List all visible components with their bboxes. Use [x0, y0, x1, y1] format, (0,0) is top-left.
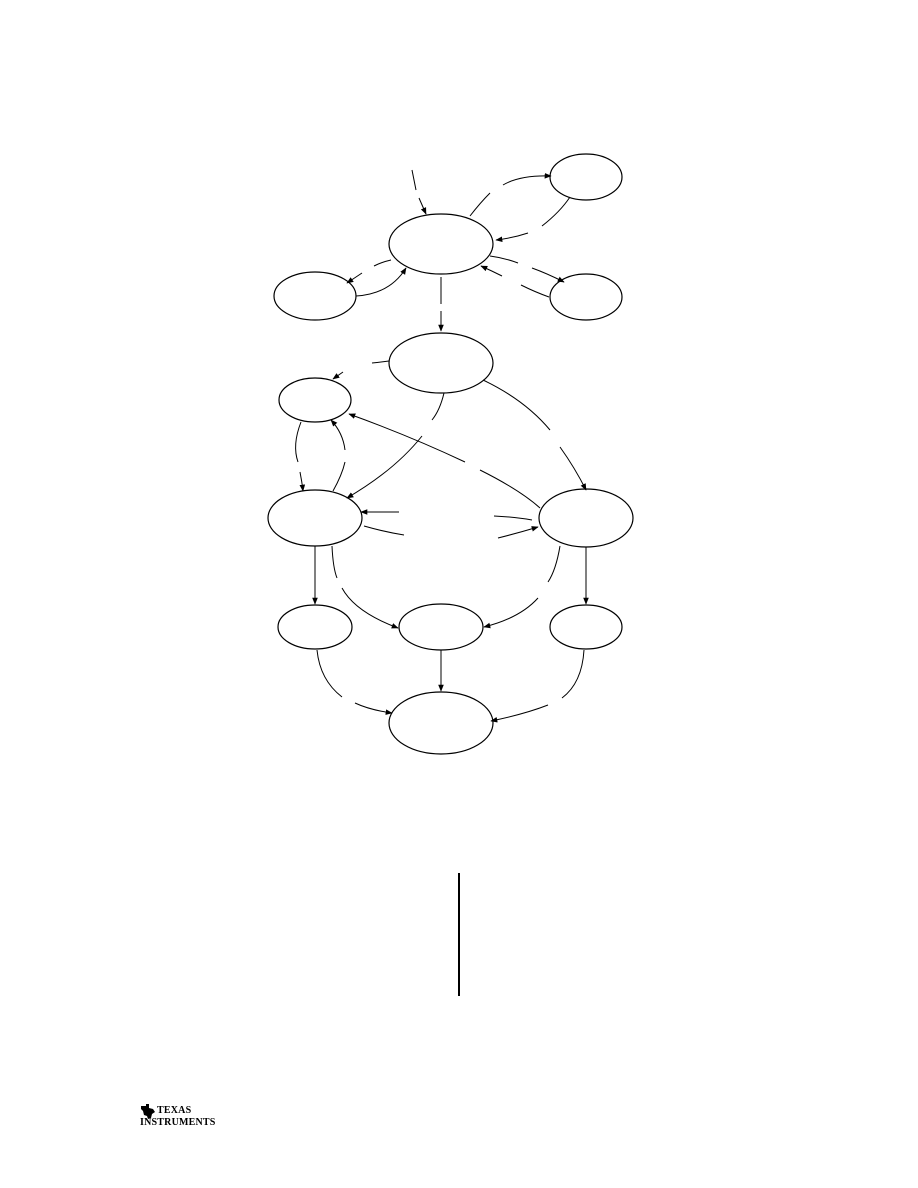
edge-rightbig-to-bottomcenter	[547, 545, 561, 583]
vertical-divider	[458, 873, 460, 996]
edge-leftupper-to-center	[355, 267, 407, 297]
edge-rightupper-to-center	[520, 284, 550, 298]
edge-leftbig-to-bottomcenter	[331, 545, 338, 579]
edge-leftsmall-to-leftbig	[295, 421, 302, 463]
edge-center-to-rightupper	[489, 255, 519, 264]
node-right-big	[538, 488, 634, 548]
edge-middle-to-leftsmall-head	[332, 371, 344, 380]
edge-leftbig-to-leftsmall-head	[330, 419, 346, 451]
edge-middle-to-leftbig-head	[346, 435, 423, 499]
ti-state-icon	[141, 1104, 155, 1119]
edge-leftbig-to-leftsmall	[332, 461, 346, 492]
edge-entry-leftbig-2	[363, 525, 405, 536]
node-right-upper	[549, 273, 623, 321]
edge-topright-to-center-head	[495, 232, 529, 243]
edge-leftsmall-to-leftbig-head	[299, 471, 306, 492]
edge-center-to-topright	[469, 192, 491, 217]
edge-rightbig-to-leftsmall-head	[348, 413, 466, 463]
node-top-right	[549, 153, 623, 201]
node-left-small	[278, 377, 352, 423]
edge-bottomright-to-final-head	[490, 704, 549, 723]
edge-topright-to-center	[541, 196, 571, 227]
edge-leftbig-to-bottomcenter-head	[341, 587, 399, 629]
edge-bottomleft-to-final	[316, 649, 343, 698]
edge-bottomleft-to-final-head	[354, 702, 393, 715]
edge-middle-to-rightbig-head	[559, 446, 587, 491]
texas-instruments-logo: TEXAS INSTRUMENTS	[139, 1102, 219, 1132]
node-bottom-right	[549, 604, 623, 650]
node-bottom-left	[277, 604, 353, 650]
edge-entry-center-top	[411, 169, 426, 214]
edge-center-to-leftupper-head	[346, 272, 363, 284]
edge-rightbig-to-leftsmall	[479, 469, 541, 509]
edge-bottomright-to-final	[561, 649, 585, 699]
edge-middle-to-rightbig	[482, 379, 551, 431]
logo-text-line1: TEXAS	[157, 1105, 192, 1116]
node-left-upper	[273, 271, 357, 321]
edge-rightbig-to-bottomcenter-head	[483, 597, 539, 629]
edge-center-to-rightupper-head	[531, 267, 565, 283]
node-bottom-center	[398, 603, 484, 651]
node-bottom-final	[388, 691, 494, 755]
logo-text-line2: INSTRUMENTS	[140, 1117, 216, 1128]
edge-middle-to-leftsmall	[371, 360, 390, 364]
edge-center-to-topright-head	[502, 172, 552, 186]
edge-entry-rightbig-1	[493, 515, 533, 521]
edge-center-to-leftupper	[373, 259, 392, 267]
node-middle	[388, 332, 494, 394]
edge-entry-rightbig-2	[497, 526, 539, 539]
node-center-top	[388, 213, 494, 275]
edge-middle-to-leftbig	[431, 392, 445, 421]
edge-rightupper-to-center-head	[480, 265, 503, 277]
node-left-big	[267, 489, 363, 547]
